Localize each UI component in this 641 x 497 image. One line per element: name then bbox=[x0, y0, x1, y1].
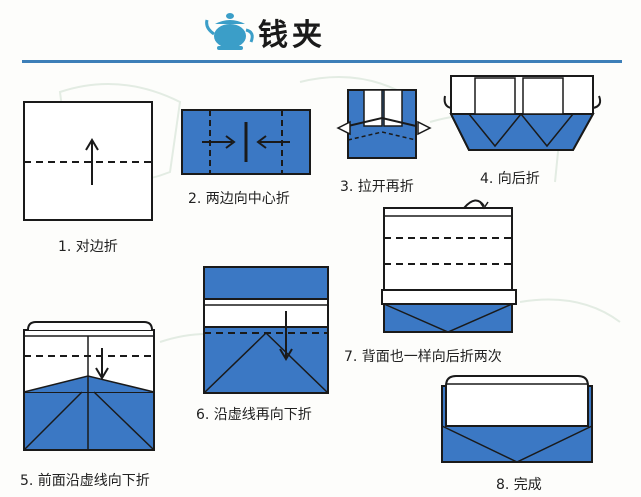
step-8-diagram bbox=[441, 375, 593, 463]
title-rule bbox=[22, 60, 622, 63]
step-7-label: 7. 背面也一样向后折两次 bbox=[344, 349, 502, 365]
step-1-diagram bbox=[23, 101, 153, 221]
step-7-diagram bbox=[381, 199, 517, 333]
page-title: 钱夹 bbox=[258, 18, 326, 53]
step-1-label: 1. 对边折 bbox=[58, 239, 118, 255]
teapot-icon bbox=[205, 13, 254, 50]
step-2-diagram bbox=[181, 109, 311, 175]
step-2-label: 2. 两边向中心折 bbox=[188, 191, 290, 207]
step-4-label: 4. 向后折 bbox=[480, 171, 540, 187]
step-8-label: 8. 完成 bbox=[496, 477, 542, 493]
step-6-label: 6. 沿虚线再向下折 bbox=[196, 407, 312, 423]
step-4-diagram bbox=[443, 75, 602, 151]
header: 钱夹 bbox=[0, 0, 641, 63]
step-6-diagram bbox=[203, 266, 329, 394]
step-5-diagram bbox=[23, 321, 155, 451]
step-3-diagram bbox=[336, 89, 432, 159]
step-3-label: 3. 拉开再折 bbox=[340, 179, 414, 195]
step-5-label: 5. 前面沿虚线向下折 bbox=[20, 473, 150, 489]
